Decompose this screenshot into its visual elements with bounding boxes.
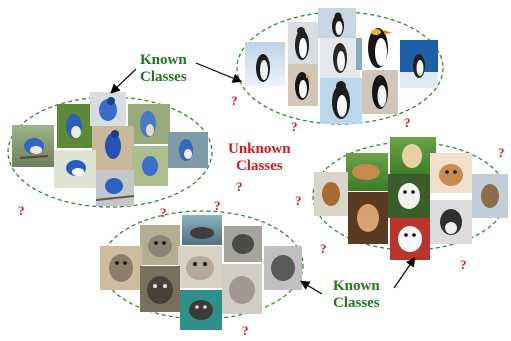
unknown-marker: ? (236, 179, 243, 194)
unknown-marker: ? (214, 198, 221, 213)
seal-photo (178, 246, 222, 288)
penguin-photo (320, 78, 362, 124)
unknown-marker: ? (460, 257, 467, 272)
blue-bird-photo (92, 126, 134, 170)
unknown-marker: ? (242, 323, 249, 338)
blue-bird-photo (95, 170, 135, 206)
known-classes-label-top-line2: Classes (140, 69, 187, 85)
penguin-photo (288, 22, 318, 64)
dog-photo (346, 153, 388, 191)
seal-cluster (100, 210, 304, 330)
unknown-marker: ? (18, 203, 25, 218)
blue-bird-photo (57, 104, 93, 148)
dog-photo (390, 218, 430, 260)
seal-photo (140, 266, 180, 312)
blue-bird-cluster-outline (7, 96, 213, 208)
known-classes-label-top: Known Classes (140, 52, 187, 86)
unknown-marker: ? (404, 115, 411, 130)
penguin-photo (362, 22, 398, 70)
dog-photo (472, 174, 508, 218)
penguin-photo (362, 70, 398, 114)
arrow-left (110, 68, 137, 94)
seal-photo (224, 226, 262, 262)
seal-photo (264, 246, 302, 290)
blue-bird-photo (54, 150, 96, 188)
penguin-photo (245, 42, 285, 86)
penguin-photo (318, 8, 356, 38)
blue-bird-photo (12, 125, 54, 167)
penguin-photo (288, 64, 318, 106)
unknown-marker: ? (295, 193, 302, 208)
blue-bird-cluster (7, 92, 213, 208)
seal-photo (182, 215, 222, 245)
known-classes-label-bottom-line1: Known (333, 278, 380, 294)
known-classes-label-top-line1: Known (140, 52, 187, 68)
known-classes-label-bottom: Known Classes (333, 278, 380, 312)
unknown-classes-label-line2: Classes (235, 158, 283, 174)
penguin-cluster (236, 8, 444, 125)
dog-photo (390, 137, 436, 177)
unknown-classes-label: Unknown Classes (228, 141, 291, 175)
unknown-marker: ? (498, 145, 505, 160)
dog-photo (314, 172, 348, 216)
seal-photo (222, 264, 262, 314)
unknown-marker: ? (320, 241, 327, 256)
dog-photo (348, 192, 388, 244)
penguin-photo (356, 38, 362, 70)
arrow-bottom-right (393, 257, 416, 289)
blue-bird-photo (90, 92, 126, 126)
seal-photo (180, 290, 222, 330)
dog-photo (430, 200, 472, 244)
unknown-marker: ? (231, 93, 238, 108)
penguin-photo (400, 40, 438, 88)
seal-photo (140, 225, 180, 265)
blue-bird-photo (132, 146, 168, 186)
dog-photo (388, 174, 430, 218)
known-classes-label-bottom-line2: Classes (333, 295, 380, 311)
unknown-marker: ? (291, 119, 298, 134)
unknown-classes-label-line1: Unknown (228, 141, 291, 157)
blue-bird-photo (128, 104, 170, 144)
seal-photo (100, 246, 142, 290)
arrow-top (195, 62, 243, 83)
arrow-bottom-left (299, 280, 323, 295)
dog-cluster (312, 137, 508, 260)
blue-bird-photo (168, 132, 208, 168)
unknown-marker: ? (160, 205, 167, 220)
dog-photo (430, 153, 472, 193)
penguin-photo (320, 38, 360, 78)
